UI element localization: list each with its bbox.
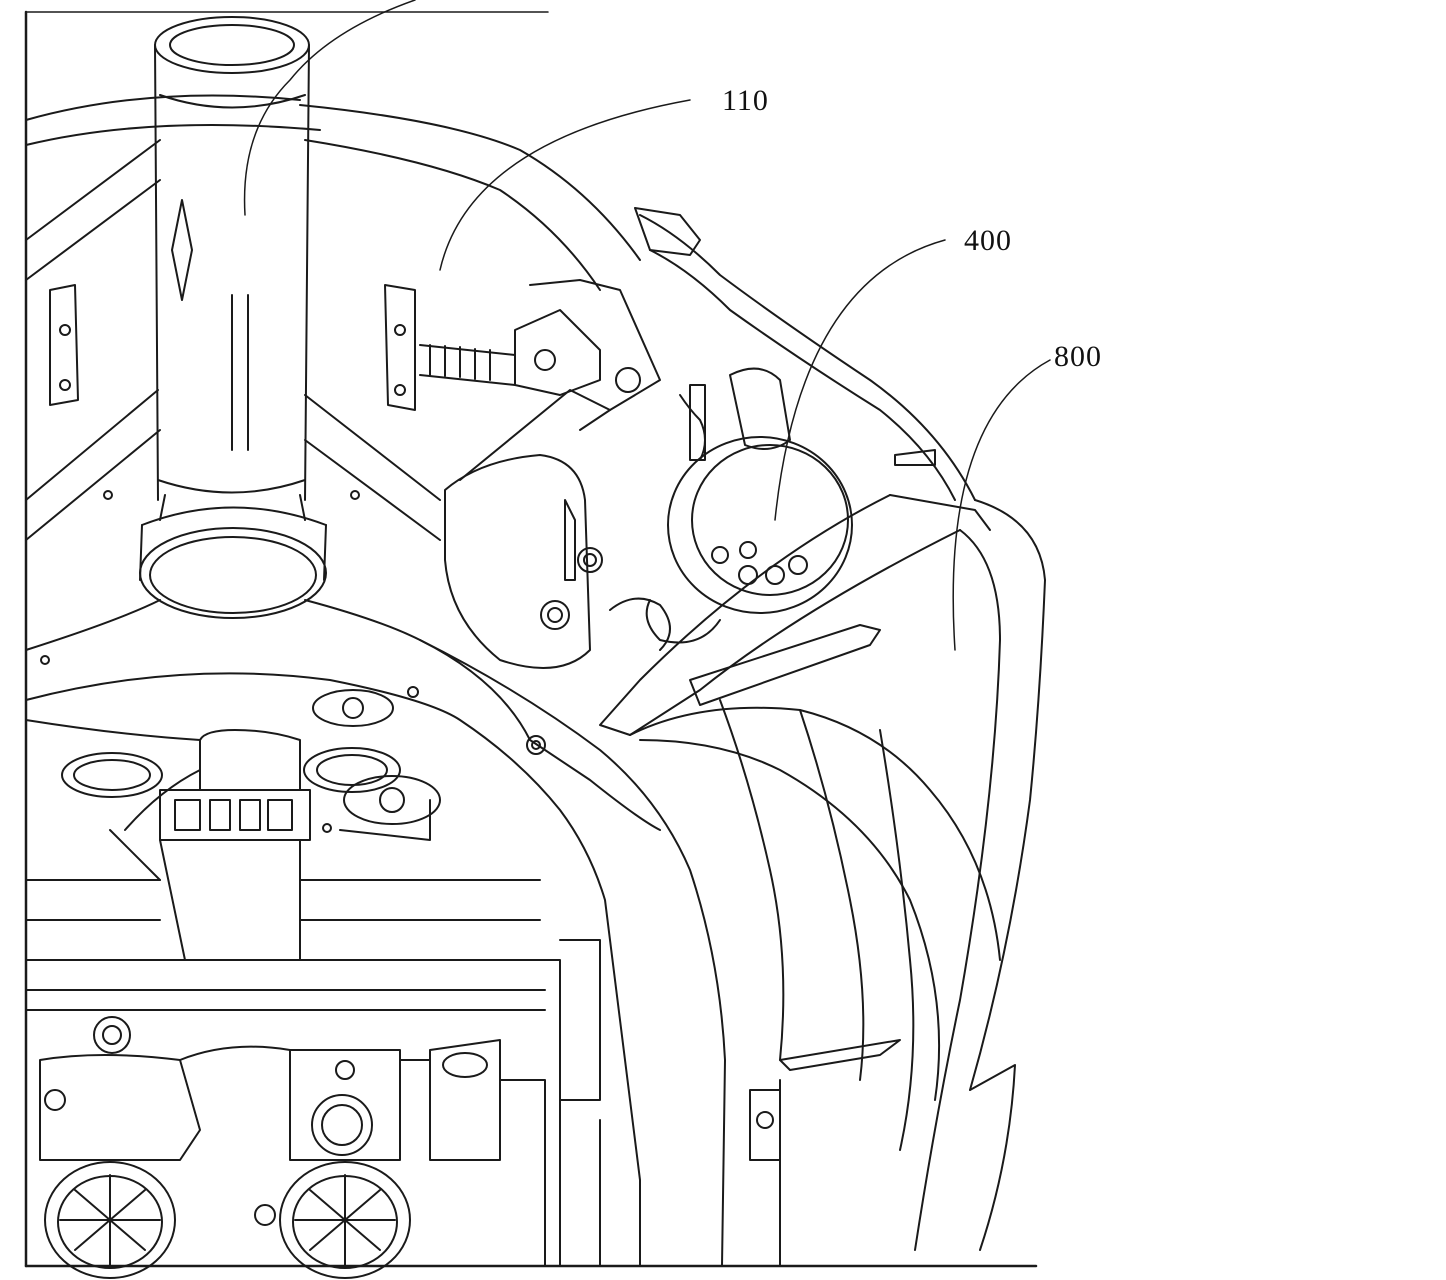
border-lines	[24, 10, 1038, 1268]
main-frame	[25, 94, 726, 1267]
leader-400	[774, 239, 946, 521]
hose-clips	[540, 597, 671, 651]
leader-top	[243, 0, 416, 216]
reference-label-400: 400	[964, 224, 1012, 257]
reference-label-110: 110	[722, 84, 769, 117]
side-panel-component-800	[599, 207, 1046, 1267]
mounting-plate	[444, 279, 661, 669]
canister-component-400	[645, 367, 853, 644]
engine-cylinder-head	[25, 689, 546, 1011]
leader-lines	[243, 0, 1051, 651]
frame-brackets	[40, 284, 419, 698]
leader-110	[439, 99, 691, 271]
engine-lower-block	[39, 939, 601, 1279]
steering-head-tube	[139, 16, 327, 619]
reference-label-800: 800	[1054, 340, 1102, 373]
leader-800	[952, 359, 1051, 651]
hose	[419, 309, 641, 396]
